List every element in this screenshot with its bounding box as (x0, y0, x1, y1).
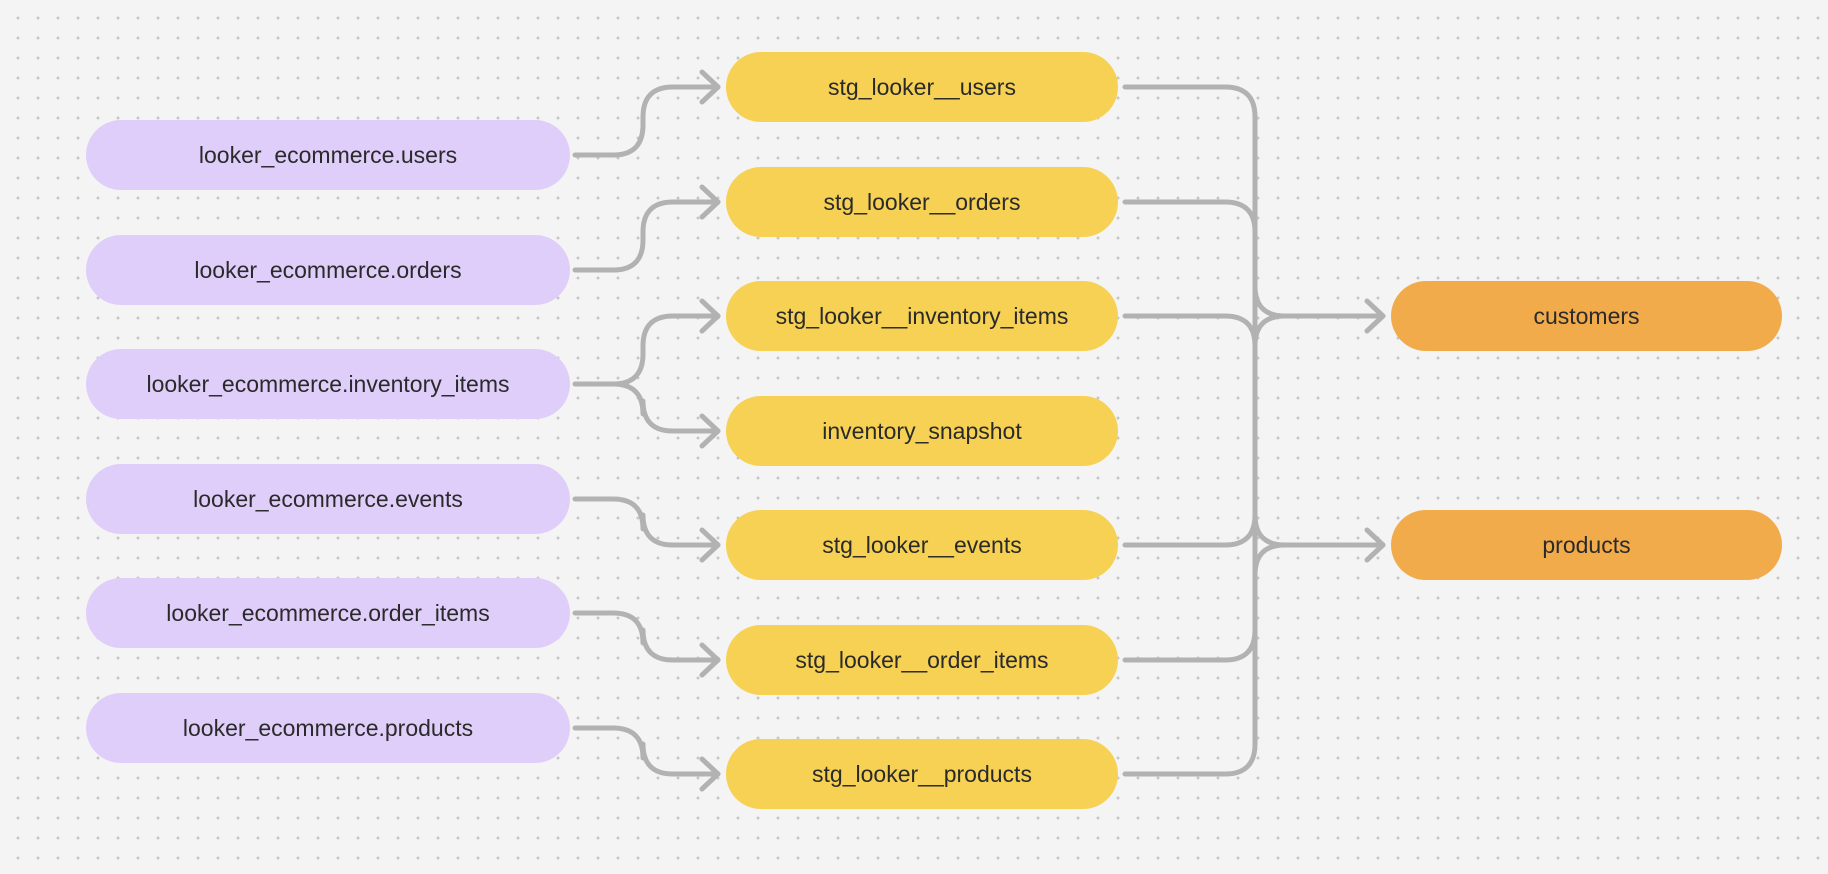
edge-src-inventory-items-to-stg-inventory-items (572, 313, 721, 387)
arrowhead-customers (1364, 298, 1386, 334)
arrowhead-stg-orders (699, 184, 721, 220)
staging-node-inventory-items[interactable]: stg_looker__inventory_items (726, 281, 1118, 351)
staging-node-events[interactable]: stg_looker__events (726, 510, 1118, 580)
edge-stg-events-to-trunk (1122, 512, 1258, 548)
source-node-orders[interactable]: looker_ecommerce.orders (86, 235, 570, 305)
edge-src-inventory-items-to-inventory-snapshot (610, 381, 721, 434)
edge-src-events-to-stg-events (572, 496, 721, 548)
mart-node-customers[interactable]: customers (1391, 281, 1782, 351)
edge-src-products-to-stg-products (572, 725, 721, 777)
staging-node-products[interactable]: stg_looker__products (726, 739, 1118, 809)
staging-node-orders[interactable]: stg_looker__orders (726, 167, 1118, 237)
edge-stg-order-items-to-trunk (1122, 542, 1258, 663)
edge-stg-users-to-trunk (1122, 84, 1288, 319)
source-node-inventory-items[interactable]: looker_ecommerce.inventory_items (86, 349, 570, 419)
staging-node-users[interactable]: stg_looker__users (726, 52, 1118, 122)
staging-node-inventory-snapshot[interactable]: inventory_snapshot (726, 396, 1118, 466)
source-node-users[interactable]: looker_ecommerce.users (86, 120, 570, 190)
edge-src-orders-to-stg-orders (572, 199, 721, 273)
arrowhead-products (1364, 527, 1386, 563)
edge-stg-products-to-trunk (1122, 512, 1258, 777)
arrowhead-stg-inventory-items (699, 298, 721, 334)
arrowhead-stg-order-items (699, 642, 721, 678)
arrowhead-stg-products (699, 756, 721, 792)
staging-node-order-items[interactable]: stg_looker__order_items (726, 625, 1118, 695)
arrowhead-inventory-snapshot (699, 413, 721, 449)
mart-node-products[interactable]: products (1391, 510, 1782, 580)
source-node-events[interactable]: looker_ecommerce.events (86, 464, 570, 534)
edge-src-users-to-stg-users (572, 84, 721, 158)
edge-src-order-items-to-stg-order-items (572, 610, 721, 663)
edge-stg-orders-to-trunk (1122, 199, 1258, 289)
edge-trunk-to-products (1252, 512, 1386, 578)
source-node-products[interactable]: looker_ecommerce.products (86, 693, 570, 763)
edge-trunk-to-customers (1252, 313, 1386, 349)
source-node-order-items[interactable]: looker_ecommerce.order_items (86, 578, 570, 648)
arrowhead-stg-events (699, 527, 721, 563)
edge-stg-inventory-items-to-trunk (1122, 313, 1258, 349)
arrowhead-stg-users (699, 69, 721, 105)
